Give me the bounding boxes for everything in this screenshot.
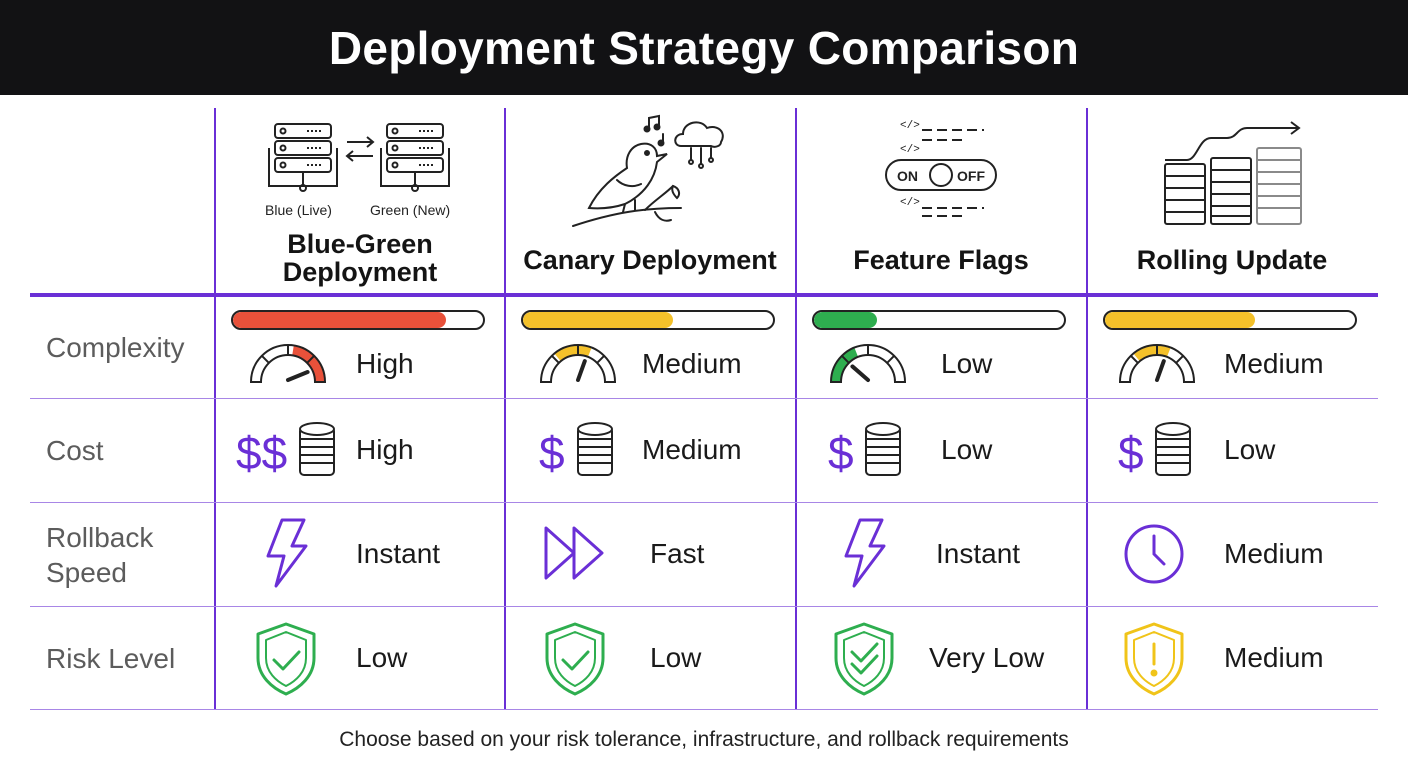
gauge-icon bbox=[539, 344, 617, 383]
server-swap-icon bbox=[268, 123, 450, 192]
green-new-label: Green (New) bbox=[370, 202, 451, 218]
row-divider bbox=[30, 606, 1378, 607]
row-label-rollback-speed: Rollback Speed bbox=[46, 522, 154, 588]
strategy-name-rolling-update: Rolling Update bbox=[1136, 245, 1328, 275]
code-tag-label: </> bbox=[900, 120, 920, 132]
lightning-icon bbox=[844, 518, 886, 588]
column-divider bbox=[1086, 108, 1088, 710]
complexity-value: Medium bbox=[642, 348, 742, 379]
fast-forward-icon bbox=[544, 526, 604, 580]
gauge-icon bbox=[1118, 344, 1196, 383]
svg-text:</>: </> bbox=[900, 144, 920, 156]
column-header-blue-green: Blue (Live) Green (New) Blue-Green Deplo… bbox=[215, 108, 505, 293]
gauge-icon bbox=[829, 344, 907, 383]
header-divider bbox=[30, 293, 1378, 297]
cost-value: Low bbox=[1224, 434, 1276, 465]
cost-value: Medium bbox=[642, 434, 742, 465]
complexity-value: Low bbox=[941, 348, 993, 379]
row-divider bbox=[30, 502, 1378, 503]
column-divider bbox=[504, 108, 506, 710]
complexity-bar bbox=[521, 310, 775, 330]
canary-bird-icon bbox=[572, 114, 724, 227]
row-label-risk-level: Risk Level bbox=[46, 643, 176, 674]
dollar-icon: $ bbox=[1118, 427, 1144, 479]
complexity-bar-fill bbox=[523, 312, 673, 328]
strategy-name-feature-flags: Feature Flags bbox=[853, 245, 1029, 275]
complexity-bar-fill bbox=[1105, 312, 1255, 328]
toggle-on-label: ON bbox=[897, 168, 918, 184]
rollback-speed-value: Instant bbox=[356, 538, 441, 569]
lightning-icon bbox=[266, 518, 308, 588]
row-divider bbox=[30, 398, 1378, 399]
cost-value: High bbox=[356, 434, 414, 465]
coin-stack-icon bbox=[1155, 422, 1191, 476]
complexity-bar bbox=[812, 310, 1066, 330]
shield-check-icon bbox=[256, 622, 316, 696]
blue-live-label: Blue (Live) bbox=[265, 202, 332, 218]
footer-note: Choose based on your risk tolerance, inf… bbox=[339, 728, 1069, 751]
complexity-bar bbox=[231, 310, 485, 330]
rolling-servers-icon bbox=[1164, 121, 1302, 225]
risk-level-value: Low bbox=[650, 642, 702, 673]
dollar-icon: $ bbox=[539, 427, 565, 479]
shield-warning-icon bbox=[1124, 622, 1184, 696]
dollar-icon: $ bbox=[828, 427, 854, 479]
risk-level-value: Low bbox=[356, 642, 408, 673]
column-header-feature-flags: </> </> ON OFF </> Feature Flags bbox=[796, 108, 1086, 293]
complexity-bar-fill bbox=[233, 312, 446, 328]
cost-value: Low bbox=[941, 434, 993, 465]
row-label-cost: Cost bbox=[46, 435, 104, 466]
complexity-value: Medium bbox=[1224, 348, 1324, 379]
rollback-speed-value: Fast bbox=[650, 538, 705, 569]
toggle-off-label: OFF bbox=[957, 168, 985, 184]
coin-stack-icon bbox=[865, 422, 901, 476]
column-header-canary: Canary Deployment bbox=[505, 108, 795, 293]
row-label-complexity: Complexity bbox=[46, 332, 185, 363]
coin-stack-icon bbox=[299, 422, 335, 476]
rollback-speed-value: Medium bbox=[1224, 538, 1324, 569]
column-header-rolling-update: Rolling Update bbox=[1087, 108, 1377, 293]
row-divider bbox=[30, 709, 1378, 710]
complexity-bar bbox=[1103, 310, 1357, 330]
complexity-bar-fill bbox=[814, 312, 877, 328]
column-divider bbox=[795, 108, 797, 710]
title-bar: Deployment Strategy Comparison bbox=[0, 0, 1408, 95]
clock-icon bbox=[1124, 524, 1184, 584]
column-divider bbox=[214, 108, 216, 710]
dollar-icon: $$ bbox=[236, 427, 288, 479]
page-title: Deployment Strategy Comparison bbox=[328, 21, 1080, 74]
svg-text:</>: </> bbox=[900, 197, 920, 209]
gauge-icon bbox=[249, 344, 327, 383]
coin-stack-icon bbox=[577, 422, 613, 476]
risk-level-value: Medium bbox=[1224, 642, 1324, 673]
strategy-name-canary: Canary Deployment bbox=[523, 245, 777, 275]
toggle-switch-icon: </> </> ON OFF </> bbox=[885, 120, 997, 217]
rollback-speed-value: Instant bbox=[936, 538, 1021, 569]
shield-double-check-icon bbox=[834, 622, 894, 696]
risk-level-value: Very Low bbox=[929, 642, 1045, 673]
strategy-name-blue-green: Blue-Green Deployment bbox=[282, 229, 438, 287]
complexity-value: High bbox=[356, 348, 414, 379]
shield-check-icon bbox=[545, 622, 605, 696]
